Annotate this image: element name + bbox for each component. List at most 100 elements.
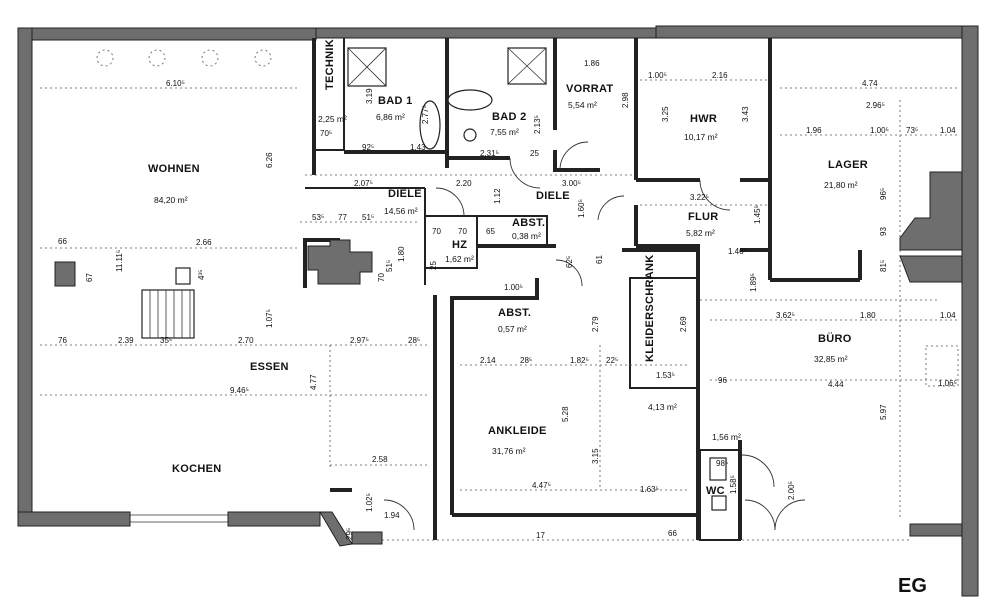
- buero-niche: [925, 345, 959, 387]
- dimension: 1.43: [410, 143, 426, 152]
- dimension: 2.14: [480, 356, 496, 365]
- dimension: 9.46⁵: [230, 386, 249, 395]
- dimension: 1.04: [940, 126, 956, 135]
- dimension: 5.97: [879, 404, 888, 420]
- room-lager-area: 21,80 m²: [824, 180, 858, 190]
- room-bad2-area: 7,55 m²: [490, 127, 519, 137]
- room-abst2-area: 0,57 m²: [498, 324, 527, 334]
- dimension: 2.39: [118, 336, 134, 345]
- dimension: 1.63⁵: [640, 485, 659, 494]
- dimension: 28⁵: [520, 356, 532, 365]
- door-entrance: [744, 499, 776, 531]
- dimension: 1.94: [384, 511, 400, 520]
- skylight-1: [96, 49, 114, 67]
- dimension: 1.80: [860, 311, 876, 320]
- dimension: 1.46⁵: [728, 247, 747, 256]
- interior-walls: [303, 38, 940, 541]
- column: [54, 261, 76, 287]
- dimension: 3.22⁵: [690, 193, 709, 202]
- dimension: 3.15: [591, 448, 600, 464]
- dimension: 1.07⁵: [265, 309, 274, 328]
- dimension: 96: [718, 376, 727, 385]
- door-diele: [435, 187, 465, 217]
- dimension: 2.96⁵: [866, 101, 885, 110]
- dimension: 25: [429, 261, 438, 270]
- skylight-3: [201, 49, 219, 67]
- room-diele2-name: DIELE: [536, 190, 570, 202]
- room-kochen-name: KOCHEN: [172, 463, 221, 475]
- dimension: 73⁵: [906, 126, 918, 135]
- wc-sink: [711, 495, 727, 511]
- door-vorrat: [559, 141, 589, 171]
- dimension: 62⁵: [565, 256, 574, 268]
- dimension: 6.10⁵: [166, 79, 185, 88]
- dimension: 1.02⁵: [365, 493, 374, 512]
- floor-label: EG: [898, 575, 927, 597]
- room-hwr-area: 10,17 m²: [684, 132, 718, 142]
- room-vorrat-area: 5,54 m²: [568, 100, 597, 110]
- windows: [130, 514, 910, 541]
- dimension: 1.89⁵: [749, 273, 758, 292]
- wall-north-east: [655, 25, 979, 39]
- dimension: 5.28: [561, 406, 570, 422]
- dimension: 4.47⁵: [532, 481, 551, 490]
- wall-south-west: [17, 511, 131, 527]
- dimension: 3.62⁵: [776, 311, 795, 320]
- lager-shelf-lower: [899, 255, 963, 283]
- dimension: 2.00⁵: [787, 481, 796, 500]
- dimension: 4³⁵: [197, 270, 206, 280]
- dimension: 2.07⁵: [354, 179, 373, 188]
- room-ankleide-name: ANKLEIDE: [488, 425, 547, 437]
- door-wc: [741, 454, 775, 488]
- room-wc-area: 1,56 m²: [712, 432, 741, 442]
- dimension: 28⁵: [408, 336, 420, 345]
- room-buero-name: BÜRO: [818, 332, 852, 345]
- dimension: 70: [377, 273, 386, 282]
- room-essen-name: ESSEN: [250, 361, 289, 373]
- skylight-2: [148, 49, 166, 67]
- room-hwr-name: HWR: [690, 113, 717, 125]
- dimension: 66: [58, 237, 67, 246]
- room-technik-area: 2,25 m²: [318, 114, 347, 124]
- dimension: 2.98: [621, 92, 630, 108]
- doors: [383, 141, 806, 531]
- room-vorrat-name: VORRAT: [566, 83, 613, 95]
- dimension: 1.60⁵: [577, 199, 586, 218]
- room-diele1-name: DIELE: [388, 188, 422, 200]
- dimension: 61: [595, 255, 604, 264]
- dimension: 25: [530, 149, 539, 158]
- bathtub-bad2: [447, 89, 493, 111]
- dimension: 92⁵: [362, 143, 374, 152]
- dimension: 1.80: [397, 246, 406, 262]
- lager-shelf: [899, 171, 963, 251]
- dimension: 3.00⁵: [562, 179, 581, 188]
- dimension: 1.04: [940, 311, 956, 320]
- dimension-labels: 6.10⁵ 6.26 11.11⁵ 66 67 2.66 4³⁵ 1.07⁵ 7…: [58, 59, 957, 540]
- wall-north-west: [17, 27, 317, 41]
- wc-toilet: [709, 457, 727, 481]
- wall-west: [17, 27, 33, 527]
- room-hz-name: HZ: [452, 239, 467, 251]
- dimension: 96⁵: [879, 188, 888, 200]
- wall-south-mid: [351, 531, 383, 545]
- dimension: 77: [338, 213, 347, 222]
- outer-walls: [17, 25, 979, 597]
- dimension: 2.70: [238, 336, 254, 345]
- dimension: 2.97⁵: [350, 336, 369, 345]
- dimension: 1.96: [806, 126, 822, 135]
- dimension: 76: [58, 336, 67, 345]
- door-kitchen: [383, 499, 415, 531]
- dimension: 2.58: [372, 455, 388, 464]
- room-buero-area: 32,85 m²: [814, 354, 848, 364]
- skylight-4: [254, 49, 272, 67]
- dimension: 1.82⁵: [570, 356, 589, 365]
- dimension: 67: [85, 273, 94, 282]
- bathtub-bad1: [419, 100, 441, 150]
- fixtures: [54, 47, 963, 511]
- dimension: 35⁵: [160, 336, 172, 345]
- room-bad1-name: BAD 1: [378, 95, 413, 107]
- room-kleiderschrank-name: KLEIDERSCHRANK: [644, 255, 656, 362]
- dimension: 1.58⁵: [729, 475, 738, 494]
- dimension: 2.20: [456, 179, 472, 188]
